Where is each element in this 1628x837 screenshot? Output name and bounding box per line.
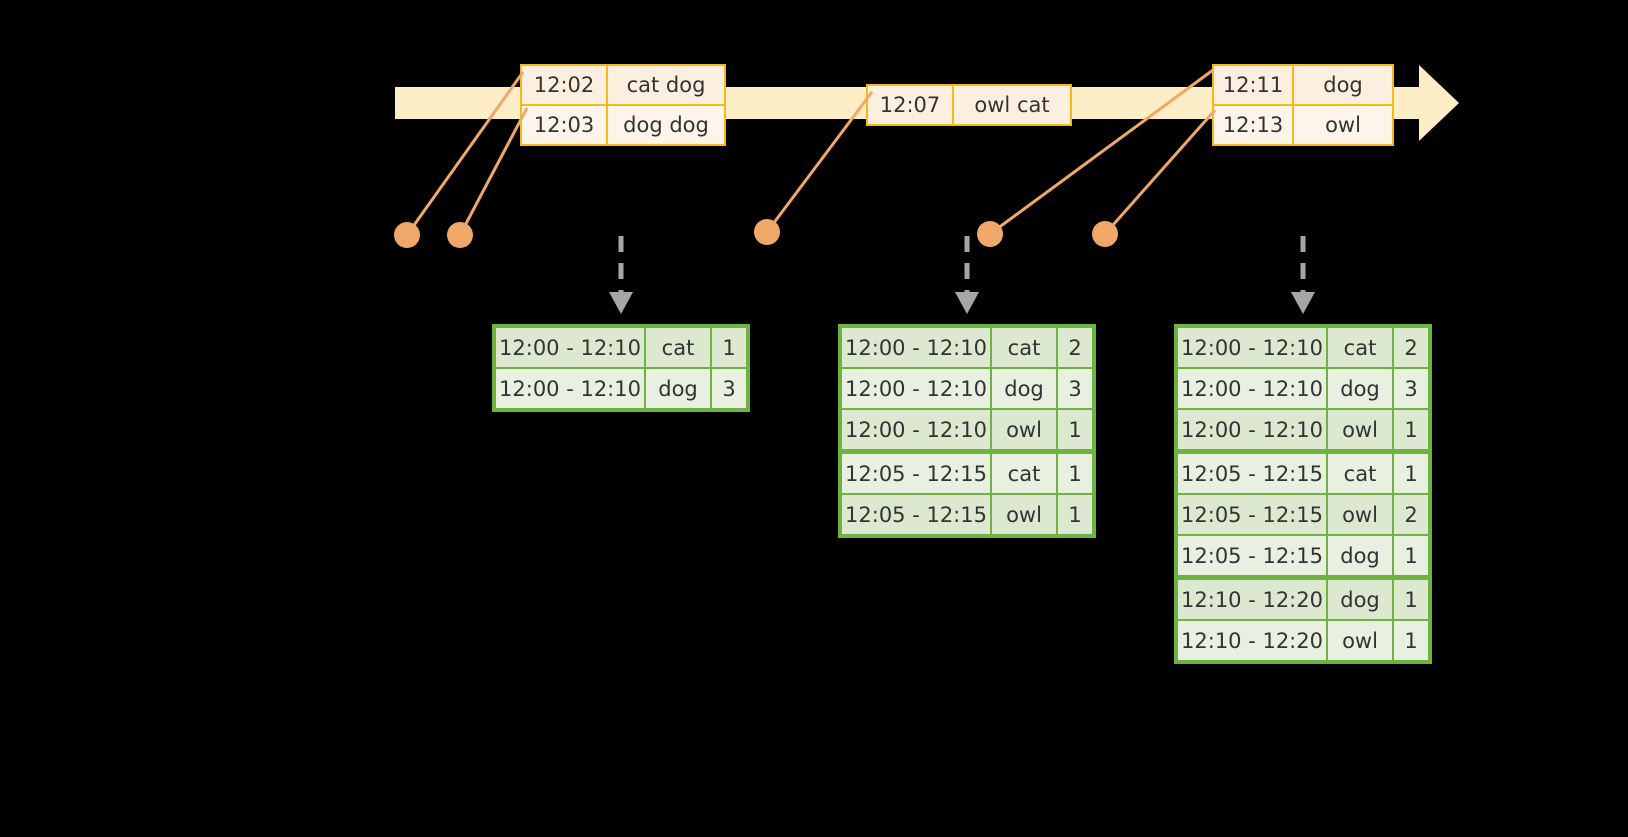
event-row: 12:07 owl cat: [868, 86, 1070, 124]
cell-window: 12:00 - 12:10: [842, 410, 992, 449]
cell-window: 12:00 - 12:10: [842, 328, 992, 367]
event-words: owl cat: [974, 93, 1050, 117]
cell-window: 12:05 - 12:15: [1178, 454, 1328, 493]
cell-word: cat: [992, 454, 1058, 493]
connector-line-5: [1103, 109, 1217, 235]
cell-window: 12:10 - 12:20: [1178, 580, 1328, 619]
emit-arrow-head-icon: [1291, 292, 1315, 314]
event-time: 12:03: [522, 106, 608, 144]
cell-window: 12:00 - 12:10: [1178, 410, 1328, 449]
event-box-a: 12:02 cat dog 12:03 dog dog: [520, 64, 726, 146]
cell-window: 12:00 - 12:10: [1178, 328, 1328, 367]
cell-word: dog: [1328, 580, 1394, 619]
cell-window: 12:05 - 12:15: [1178, 495, 1328, 534]
event-words: dog dog: [623, 113, 709, 137]
cell-count: 2: [1068, 335, 1082, 360]
cell-word: dog: [1328, 369, 1394, 408]
cell-window: 12:05 - 12:15: [1178, 536, 1328, 575]
event-row: 12:03 dog dog: [522, 104, 724, 144]
event-row: 12:11 dog: [1214, 66, 1392, 104]
event-time: 12:02: [522, 66, 608, 104]
cell-count: 1: [1068, 461, 1082, 486]
cell-count: 1: [1404, 587, 1418, 612]
emit-arrow-2: [955, 236, 979, 314]
cell-word: dog: [646, 369, 712, 408]
event-time: 12:11: [1214, 66, 1294, 104]
cell-window: 12:00 - 12:10: [842, 369, 992, 408]
cell-window: 12:00 - 12:10: [496, 369, 646, 408]
cell-word: dog: [1328, 536, 1394, 575]
cell-word: dog: [992, 369, 1058, 408]
event-dot-1: [394, 222, 420, 248]
cell-word: owl: [992, 495, 1058, 534]
event-time: 12:13: [1214, 106, 1294, 144]
cell-count: 1: [1068, 502, 1082, 527]
cell-count: 1: [1404, 628, 1418, 653]
cell-window: 12:05 - 12:15: [842, 495, 992, 534]
connector-dots: [394, 219, 1118, 248]
cell-count: 2: [1404, 502, 1418, 527]
event-box-b: 12:07 owl cat: [866, 84, 1072, 126]
cell-word: owl: [1328, 621, 1394, 660]
cell-word: cat: [1328, 454, 1394, 493]
cell-count: 1: [1404, 417, 1418, 442]
event-words: dog: [1323, 73, 1363, 97]
cell-count: 1: [1404, 461, 1418, 486]
cell-count: 3: [722, 376, 736, 401]
event-dot-3: [754, 219, 780, 245]
event-row: 12:02 cat dog: [522, 66, 724, 104]
cell-window: 12:05 - 12:15: [842, 454, 992, 493]
cell-window: 12:00 - 12:10: [496, 328, 646, 367]
cell-word: cat: [992, 328, 1058, 367]
cell-count: 1: [1068, 417, 1082, 442]
cell-count: 1: [722, 335, 736, 360]
emit-arrow-head-icon: [955, 292, 979, 314]
cell-count: 3: [1068, 376, 1082, 401]
cell-word: cat: [646, 328, 712, 367]
emit-arrow-1: [609, 236, 633, 314]
cell-window: 12:00 - 12:10: [1178, 369, 1328, 408]
event-words: owl: [1325, 113, 1361, 137]
cell-word: owl: [1328, 410, 1394, 449]
cell-word: owl: [992, 410, 1058, 449]
cell-count: 3: [1404, 376, 1418, 401]
cell-word: cat: [1328, 328, 1394, 367]
connector-line-2: [458, 107, 529, 236]
cell-count: 2: [1404, 335, 1418, 360]
cell-word: owl: [1328, 495, 1394, 534]
cell-count: 1: [1404, 543, 1418, 568]
emit-arrow-3: [1291, 236, 1315, 314]
event-box-c: 12:11 dog 12:13 owl: [1212, 64, 1394, 146]
event-dot-4: [977, 221, 1003, 247]
emit-arrows: [609, 236, 1315, 314]
cell-window: 12:10 - 12:20: [1178, 621, 1328, 660]
emit-arrow-head-icon: [609, 292, 633, 314]
event-dot-5: [1092, 221, 1118, 247]
event-dot-2: [447, 222, 473, 248]
event-words: cat dog: [626, 73, 706, 97]
timeline-arrowhead-icon: [1419, 65, 1459, 141]
event-time: 12:07: [868, 86, 954, 124]
event-row: 12:13 owl: [1214, 104, 1392, 144]
